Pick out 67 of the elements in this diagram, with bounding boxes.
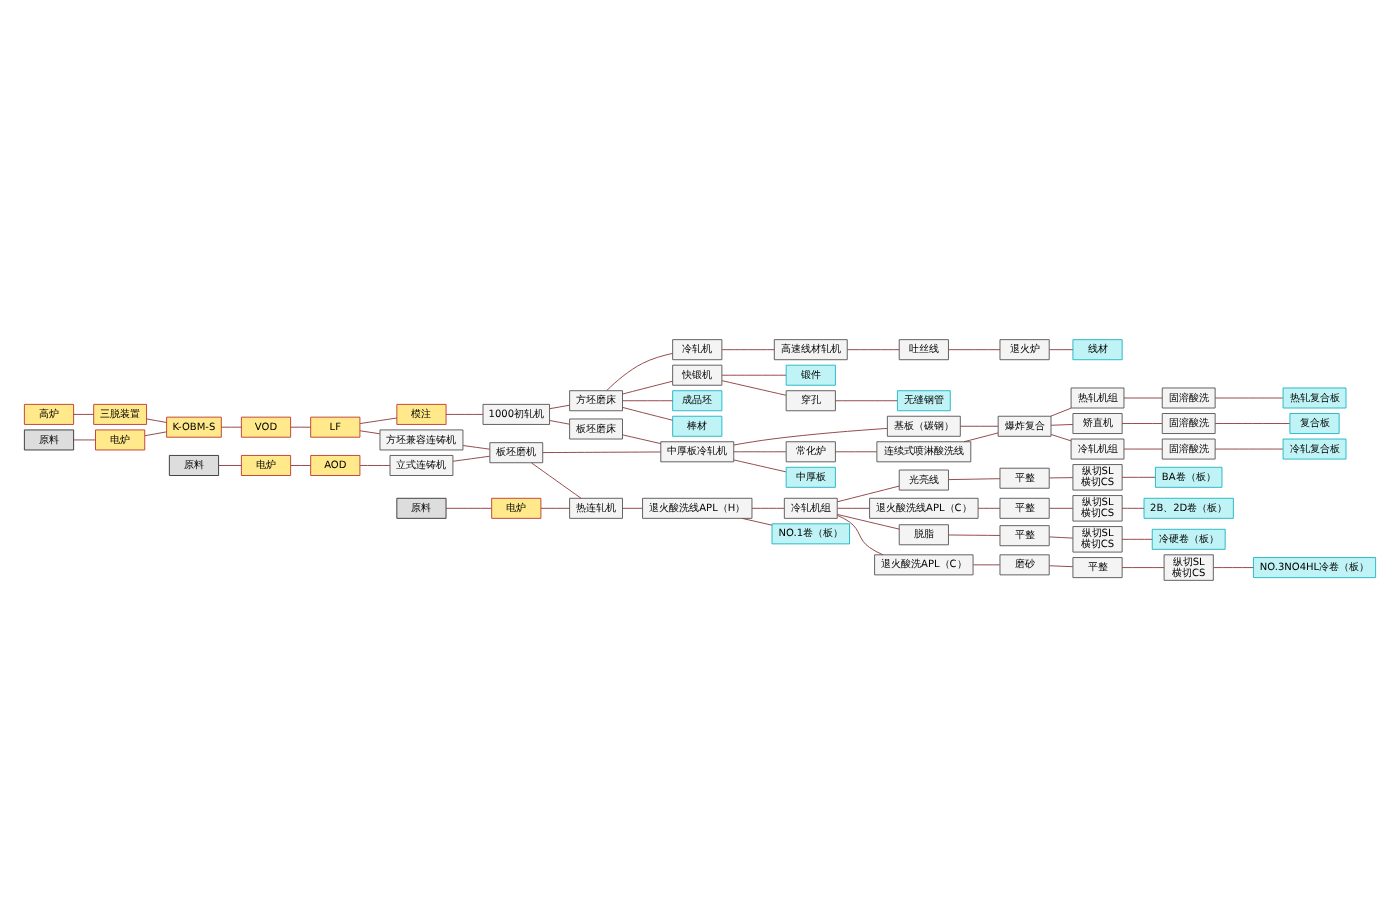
- connector: [73, 439, 96, 441]
- connector: [1050, 434, 1072, 442]
- connector: [1049, 477, 1074, 479]
- connector: [1214, 423, 1291, 424]
- connector: [1121, 507, 1145, 509]
- connector: [622, 507, 643, 509]
- connector: [549, 404, 570, 410]
- connector: [733, 459, 787, 473]
- connector: [445, 413, 484, 415]
- connector: [977, 507, 1001, 509]
- connector: [741, 517, 773, 526]
- connector: [1214, 397, 1284, 399]
- connector: [1049, 507, 1074, 509]
- connector: [1214, 448, 1284, 450]
- connector: [733, 451, 787, 453]
- connector: [1121, 423, 1163, 424]
- connector: [721, 374, 787, 376]
- connector: [835, 451, 878, 453]
- connector: [146, 418, 168, 423]
- connector: [837, 515, 884, 556]
- connector: [960, 425, 999, 427]
- connector: [948, 478, 1001, 481]
- connector: [549, 420, 570, 425]
- connector: [1121, 567, 1165, 569]
- connector: [622, 380, 673, 395]
- connector: [290, 465, 311, 466]
- connector: [290, 426, 311, 428]
- connector: [721, 349, 775, 351]
- connector: [1213, 567, 1254, 569]
- connector: [948, 534, 1001, 536]
- connector: [218, 465, 242, 466]
- connector: [972, 564, 1001, 566]
- connector: [721, 380, 787, 396]
- connector: [1121, 476, 1156, 478]
- connector: [359, 430, 381, 435]
- connector: [1050, 407, 1072, 417]
- connector: [733, 427, 888, 446]
- connector: [462, 445, 491, 450]
- connector: [359, 465, 391, 466]
- connector: [835, 400, 898, 402]
- connector: [847, 349, 900, 351]
- connector: [1049, 565, 1074, 568]
- connector: [606, 352, 673, 391]
- connector: [542, 451, 661, 454]
- connector: [1123, 448, 1163, 450]
- connector: [73, 413, 95, 415]
- connector: [1123, 397, 1163, 399]
- connector: [144, 431, 167, 437]
- connector: [445, 507, 492, 509]
- connector: [452, 455, 491, 462]
- connector: [963, 432, 999, 443]
- connector: [220, 426, 242, 428]
- connector: [1049, 536, 1074, 539]
- connector: [837, 485, 900, 503]
- connector: [837, 514, 900, 530]
- connector: [948, 349, 1001, 351]
- connector: [1050, 424, 1074, 426]
- connector: [622, 406, 673, 421]
- connector: [531, 462, 582, 499]
- connector: [622, 434, 662, 445]
- connector: [1049, 349, 1074, 351]
- connector: [837, 507, 870, 509]
- connector: [359, 417, 398, 424]
- connector: [1121, 538, 1153, 540]
- connector: [751, 507, 785, 509]
- connector: [622, 400, 673, 402]
- connector: [540, 507, 571, 509]
